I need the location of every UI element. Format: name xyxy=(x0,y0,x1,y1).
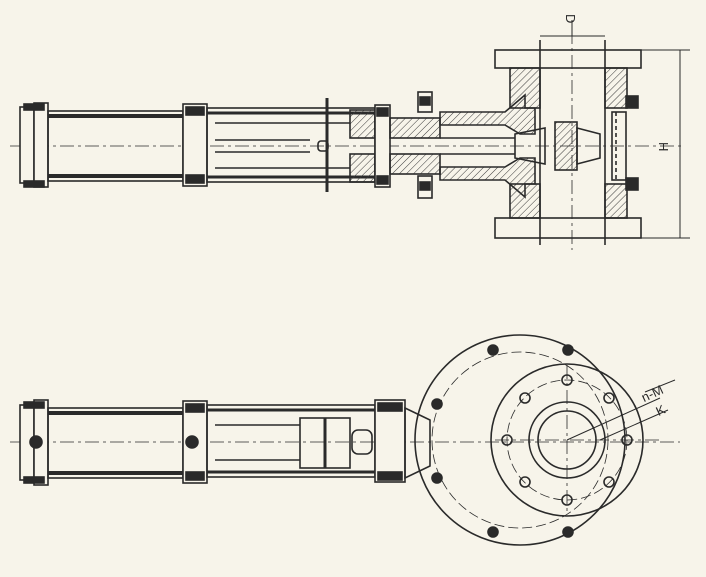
bonnet-bolts xyxy=(417,91,433,199)
valve-gate xyxy=(440,95,639,191)
dimension-d xyxy=(540,20,605,37)
cylinder-head xyxy=(182,103,208,187)
cylinder-end-cap xyxy=(19,102,49,188)
plan-cylinder xyxy=(19,399,208,486)
valve-body xyxy=(439,30,642,250)
leader-lines xyxy=(566,379,676,441)
side-section-view xyxy=(10,20,690,250)
yoke-frame xyxy=(206,98,376,192)
dimension-h xyxy=(641,49,690,239)
dimension-h-label: H xyxy=(656,142,671,151)
plan-yoke xyxy=(206,399,431,483)
dimension-d-label: D xyxy=(563,14,578,23)
inner-flange xyxy=(490,363,660,517)
cylinder-body xyxy=(47,110,184,182)
stuffing-box xyxy=(349,104,441,188)
bolt-circle-label: K xyxy=(653,402,667,419)
plan-view xyxy=(10,334,680,546)
